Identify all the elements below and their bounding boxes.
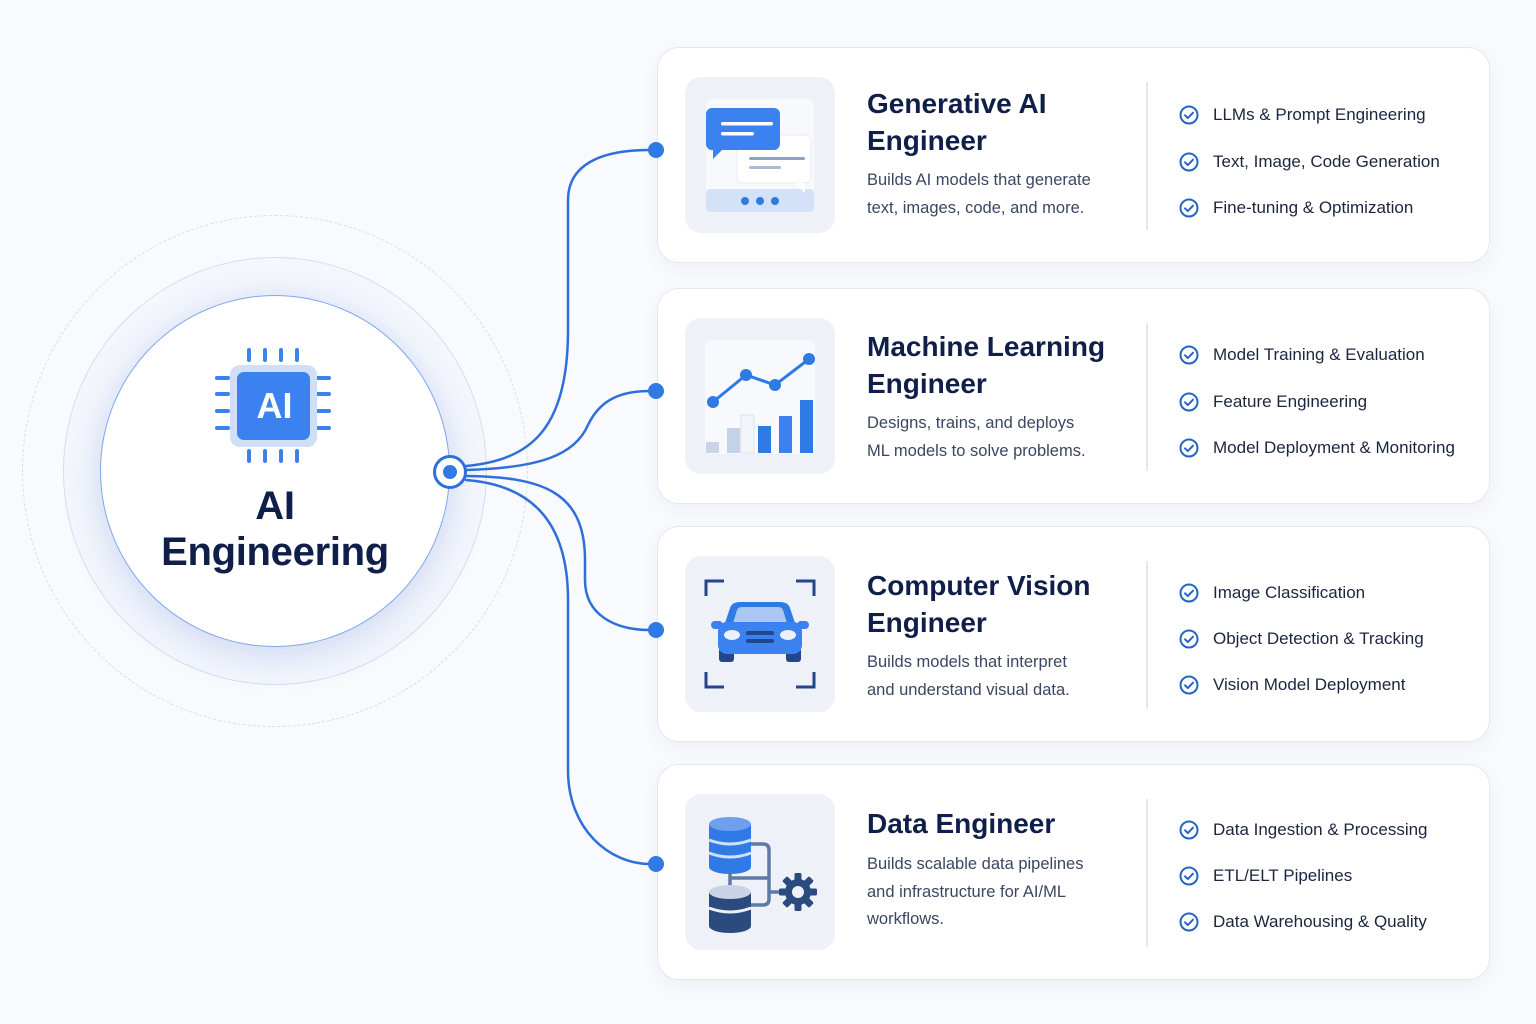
feature-item: Vision Model Deployment [1178,673,1405,697]
check-circle-icon [1179,345,1199,365]
card-divider [1146,82,1148,230]
car-detection-icon [685,556,835,712]
role-desc-line1: Builds AI models that generate [867,171,1091,189]
role-title-line1: Data Engineer [867,808,1056,839]
role-desc-line2: and understand visual data. [867,680,1070,699]
feature-item: Data Ingestion & Processing [1178,818,1428,842]
chart-growth-icon [685,318,835,474]
role-title-line2: Engineer [867,607,987,638]
role-title-line2: Engineer [867,368,987,399]
role-card-machine-learning[interactable]: Machine Learning Engineer Designs, train… [657,288,1490,504]
feature-label: ETL/ELT Pipelines [1213,866,1353,885]
role-title: Machine Learning Engineer [867,328,1137,402]
feature-label: Model Deployment & Monitoring [1213,438,1455,457]
feature-label: Fine-tuning & Optimization [1213,198,1414,217]
role-title-line1: Machine Learning [867,331,1106,362]
feature-label: Image Classification [1213,583,1366,602]
role-card-computer-vision[interactable]: Computer Vision Engineer Builds models t… [657,526,1490,742]
role-description: Builds AI models that generate text, ima… [867,167,1137,222]
role-description: Designs, trains, and deploys ML models t… [867,410,1137,465]
check-circle-icon [1179,105,1199,125]
ai-chip-label: AI [256,385,293,426]
feature-item: Object Detection & Tracking [1178,627,1424,651]
feature-label: Object Detection & Tracking [1213,629,1424,648]
feature-label: Data Ingestion & Processing [1213,820,1428,839]
check-circle-icon [1179,198,1199,218]
role-card-data-engineer[interactable]: Data Engineer Builds scalable data pipel… [657,764,1490,980]
role-desc-line1: Builds models that interpret [867,653,1067,671]
role-title: Computer Vision Engineer [867,567,1137,641]
hub-title-line1: AI [255,484,295,528]
card-divider [1146,799,1148,947]
feature-label: Data Warehousing & Quality [1213,912,1427,931]
check-circle-icon [1179,392,1199,412]
role-desc-line3: workflows. [867,910,945,928]
feature-label: LLMs & Prompt Engineering [1213,105,1426,124]
feature-item: Feature Engineering [1178,390,1367,414]
check-circle-icon [1179,866,1199,886]
role-desc-line1: Designs, trains, and deploys [867,414,1075,432]
check-circle-icon [1179,629,1199,649]
connector-end-dot [648,383,664,399]
check-circle-icon [1179,152,1199,172]
hub-node [433,455,467,489]
feature-item: Data Warehousing & Quality [1178,910,1427,934]
hub-title-line2: Engineering [161,530,389,574]
role-desc-line1: Builds scalable data pipelines [867,855,1084,873]
check-circle-icon [1179,675,1199,695]
database-pipeline-icon [685,794,835,950]
check-circle-icon [1179,820,1199,840]
role-title-line1: Generative AI [867,88,1047,119]
check-circle-icon [1179,583,1199,603]
chat-bubbles-icon [685,77,835,233]
feature-item: Text, Image, Code Generation [1178,150,1440,174]
card-divider [1146,561,1148,709]
feature-item: Fine-tuning & Optimization [1178,196,1413,220]
connector-end-dot [648,622,664,638]
hub-circle [100,295,450,647]
hub-title: AI Engineering [100,483,450,575]
ai-chip-icon [215,348,331,463]
check-circle-icon [1179,438,1199,458]
feature-label: Vision Model Deployment [1213,675,1406,694]
feature-label: Model Training & Evaluation [1213,345,1425,364]
check-circle-icon [1179,912,1199,932]
role-description: Builds scalable data pipelines and infra… [867,851,1137,934]
role-card-generative-ai[interactable]: Generative AI Engineer Builds AI models … [657,47,1490,263]
feature-item: Image Classification [1178,581,1365,605]
role-title-line1: Computer Vision [867,570,1091,601]
feature-label: Text, Image, Code Generation [1213,152,1440,171]
feature-label: Feature Engineering [1213,392,1368,411]
role-desc-line2: text, images, code, and more. [867,198,1085,217]
feature-item: Model Training & Evaluation [1178,343,1425,367]
role-desc-line2: ML models to solve problems. [867,441,1086,460]
feature-item: ETL/ELT Pipelines [1178,864,1352,888]
feature-item: Model Deployment & Monitoring [1178,436,1455,460]
role-description: Builds models that interpret and underst… [867,649,1137,704]
role-title: Data Engineer [867,805,1137,842]
connector-end-dot [648,142,664,158]
role-desc-line2: and infrastructure for AI/ML [867,882,1067,901]
role-title-line2: Engineer [867,125,987,156]
card-divider [1146,323,1148,471]
role-title: Generative AI Engineer [867,85,1137,159]
connector-end-dot [648,856,664,872]
feature-item: LLMs & Prompt Engineering [1178,103,1426,127]
